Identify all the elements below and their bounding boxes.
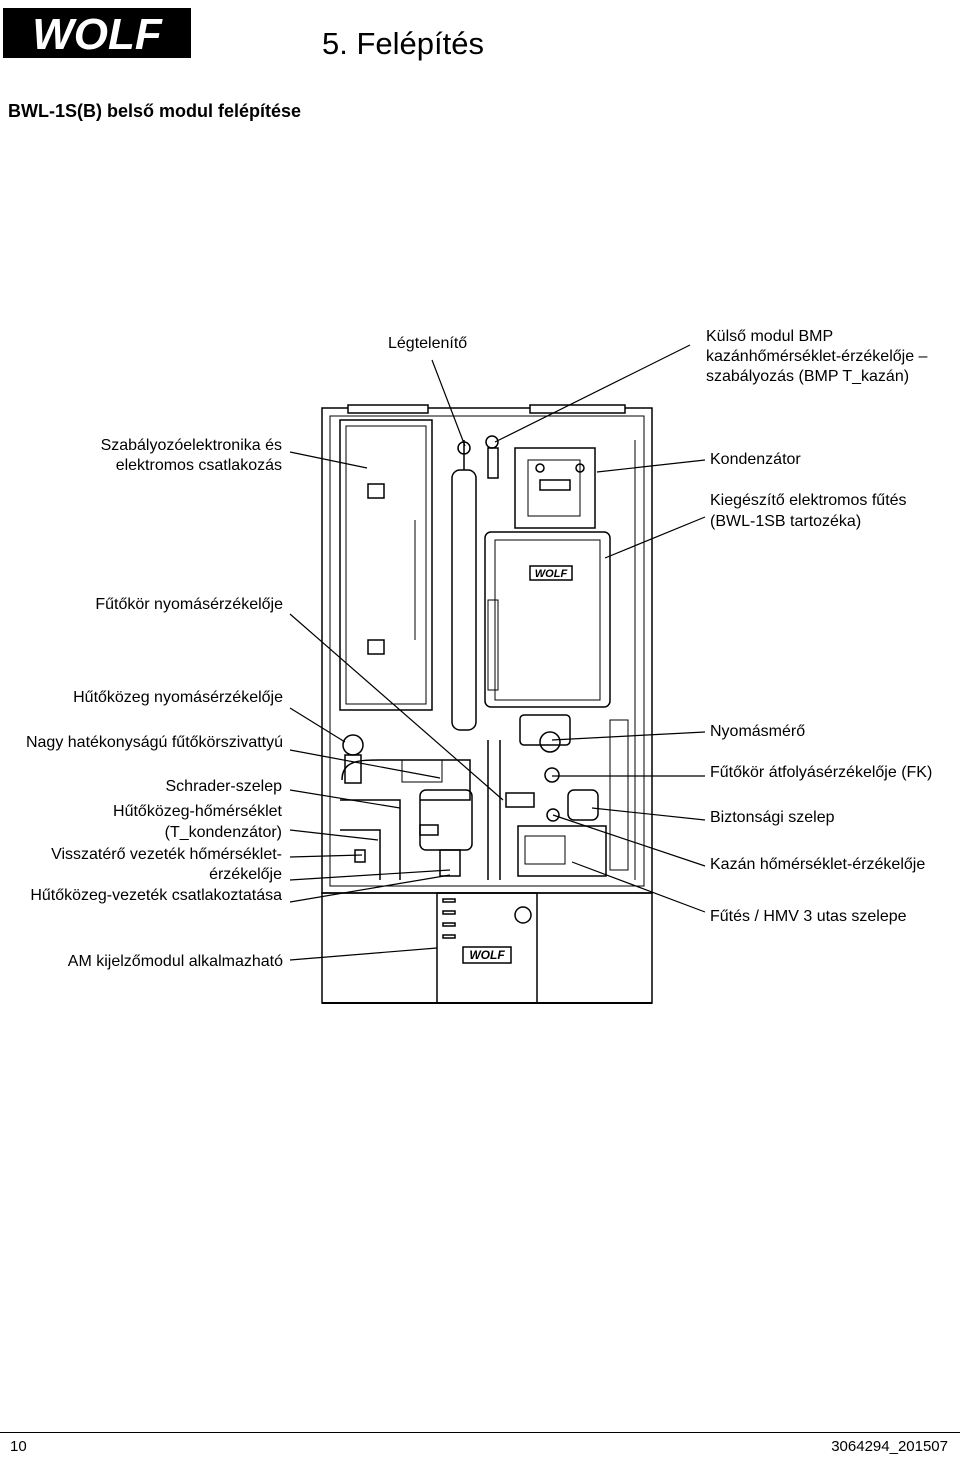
safety-valve xyxy=(567,789,599,821)
label-nyomasmero: Nyomásmérő xyxy=(710,723,806,740)
pressure-gauge xyxy=(539,731,561,753)
page-number: 10 xyxy=(10,1438,27,1455)
bottom-logo xyxy=(462,946,512,964)
label-kiegeszito-2: (BWL-1SB tartozéka) xyxy=(710,513,862,530)
label-visszatero-2: érzékelője xyxy=(209,866,282,883)
label-hutokozeg-csatl: Hűtőközeg-vezeték csatlakoztatása xyxy=(30,887,282,904)
footer-rule xyxy=(0,1432,960,1433)
label-schrader: Schrader-szelep xyxy=(165,778,283,795)
label-biztonsagi: Biztonsági szelep xyxy=(710,809,835,826)
label-legtelenito: Légtelenítő xyxy=(388,335,468,352)
electric-heater xyxy=(484,531,611,708)
label-hutokozeg-hom-1: Hűtőközeg-hőmérséklet xyxy=(113,803,282,820)
bottom-logo-text: WOLF xyxy=(469,948,505,962)
label-futes-hmv: Fűtés / HMV 3 utas szelepe xyxy=(710,908,907,925)
wolf-logo: WOLF xyxy=(3,8,191,58)
label-am-kijelzo: AM kijelzőmodul alkalmazható xyxy=(67,953,283,970)
heater-top xyxy=(514,447,596,529)
housing-outline xyxy=(321,407,653,894)
label-kondenzator: Kondenzátor xyxy=(710,451,801,468)
document-number: 3064294_201507 xyxy=(831,1438,948,1455)
label-kiegeszito-1: Kiegészítő elektromos fűtés xyxy=(710,492,907,509)
label-szabalyozo-2: elektromos csatlakozás xyxy=(115,457,282,474)
three-way-valve xyxy=(517,825,607,877)
flow-sensor xyxy=(505,792,535,808)
label-szabalyozo-1: Szabályozóelektronika és xyxy=(100,437,282,454)
label-kulso-modul-3: szabályozás (BMP T_kazán) xyxy=(706,368,910,385)
pump xyxy=(342,734,364,756)
label-szivattyu: Nagy hatékonyságú fűtőkörszivattyú xyxy=(25,734,283,751)
label-kazan-hom: Kazán hőmérséklet-érzékelője xyxy=(710,856,926,873)
heater-logo-text: WOLF xyxy=(535,568,568,580)
logo-text: WOLF xyxy=(32,10,163,58)
label-hutokozeg-nyomas: Hűtőközeg nyomásérzékelője xyxy=(73,689,283,706)
page-subtitle: BWL-1S(B) belső modul felépítése xyxy=(8,101,302,121)
label-visszatero-1: Visszatérő vezeték hőmérséklet- xyxy=(51,846,282,863)
label-kulso-modul-2: kazánhőmérséklet-érzékelője – xyxy=(706,348,928,365)
display-knob xyxy=(514,906,532,924)
heater-logo xyxy=(529,565,573,581)
label-kulso-modul-1: Külső modul BMP xyxy=(706,328,834,345)
section-title: 5. Felépítés xyxy=(322,26,484,61)
control-box xyxy=(339,419,433,711)
label-hutokozeg-hom-2: (T_kondenzátor) xyxy=(164,824,282,841)
label-atfolyas: Fűtőkör átfolyásérzékelője (FK) xyxy=(710,764,933,781)
label-futokor-nyomas: Fűtőkör nyomásérzékelője xyxy=(95,596,283,613)
